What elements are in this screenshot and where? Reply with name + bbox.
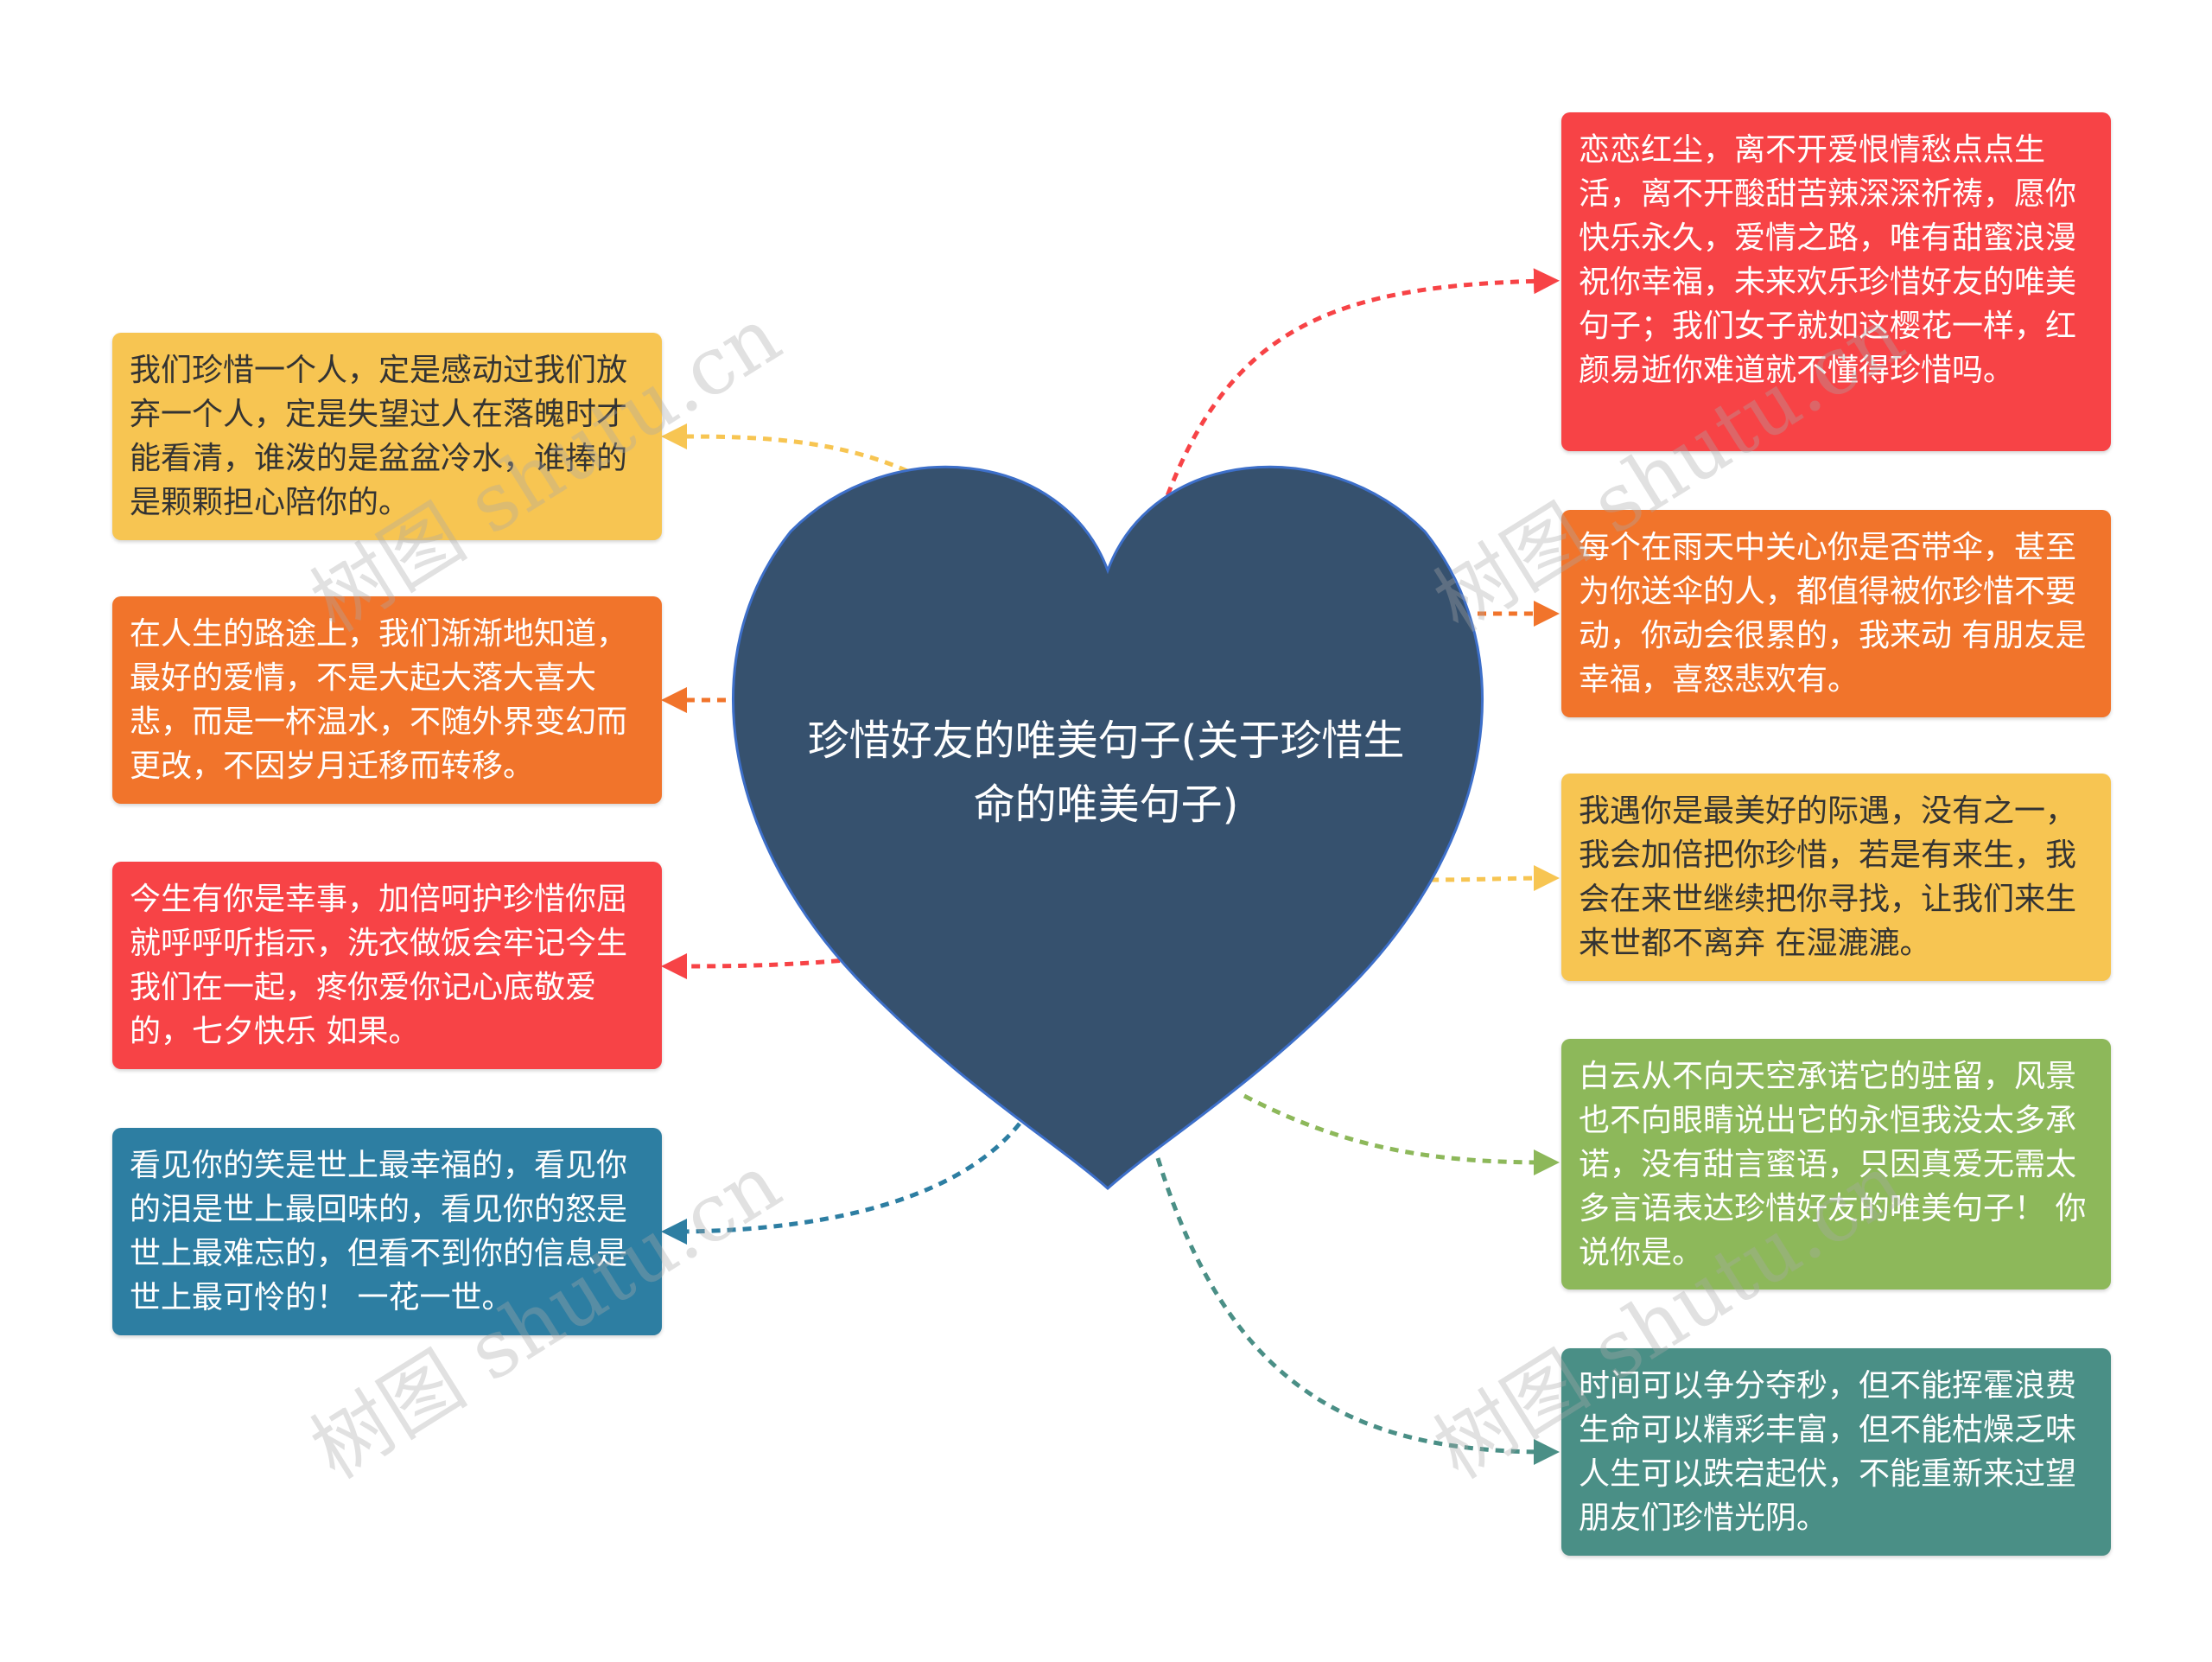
topic-card-6[interactable]: 每个在雨天中关心你是否带伞，甚至为你送伞的人，都值得被你珍惜不要动，你动会很累的… xyxy=(1561,510,2111,717)
connector-card-9 xyxy=(1155,1157,1560,1465)
connector-card-1 xyxy=(661,423,909,474)
topic-card-7[interactable]: 我遇你是最美好的际遇，没有之一，我会加倍把你珍惜，若是有来生，我会在来世继续把你… xyxy=(1561,774,2111,981)
topic-card-3[interactable]: 今生有你是幸事，加倍呵护珍惜你屈就呼呼听指示，洗衣做饭会牢记今生我们在一起，疼你… xyxy=(112,862,662,1069)
connector-card-7 xyxy=(1429,865,1560,892)
connector-card-8 xyxy=(1243,1093,1560,1175)
connector-card-4 xyxy=(661,1122,1021,1245)
topic-card-2[interactable]: 在人生的路途上，我们渐渐地知道，最好的爱情，不是大起大落大喜大悲，而是一杯温水，… xyxy=(112,596,662,804)
central-heart[interactable] xyxy=(732,465,1484,1191)
topic-card-1[interactable]: 我们珍惜一个人，定是感动过我们放弃一个人，定是失望过人在落魄时才能看清，谁泼的是… xyxy=(112,333,662,540)
connector-card-3 xyxy=(661,952,856,979)
topic-card-5[interactable]: 恋恋红尘，离不开爱恨情愁点点生活，离不开酸甜苦辣深深祈祷，愿你快乐永久，爱情之路… xyxy=(1561,112,2111,451)
central-topic-title[interactable]: 珍惜好友的唯美句子(关于珍惜生命的唯美句子) xyxy=(807,716,1405,829)
topic-card-8[interactable]: 白云从不向天空承诺它的驻留，风景也不向眼睛说出它的永恒我没太多承诺，没有甜言蜜语… xyxy=(1561,1039,2111,1289)
topic-card-9[interactable]: 时间可以争分夺秒，但不能挥霍浪费生命可以精彩丰富，但不能枯燥乏味人生可以跌宕起伏… xyxy=(1561,1348,2111,1556)
topic-card-4[interactable]: 看见你的笑是世上最幸福的，看见你的泪是世上最回味的，看见你的怒是世上最难忘的，但… xyxy=(112,1128,662,1335)
